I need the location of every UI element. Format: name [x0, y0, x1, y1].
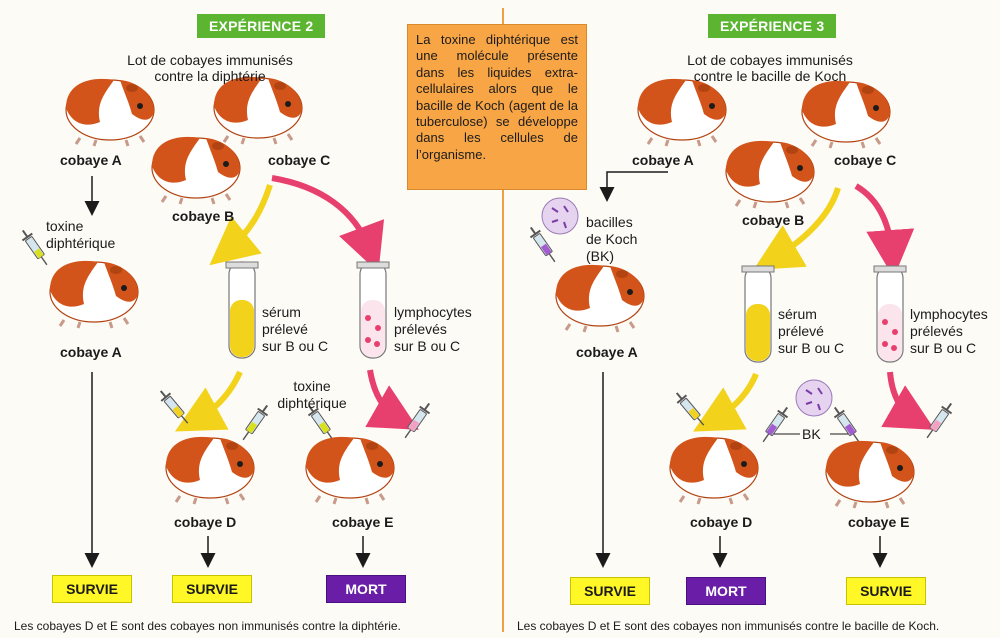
info-box: La toxine diphtérique est une molécule p… [407, 24, 587, 190]
result-e-badge: MORT [326, 575, 406, 603]
bacillus-koch-icon [541, 197, 579, 235]
guinea-pig-c-icon [212, 75, 304, 146]
result-a-badge: SURVIE [52, 575, 132, 603]
syringe-bk-icon [524, 222, 561, 267]
lymphocytes-3-label-line3: sur B ou C [910, 340, 977, 356]
arrow-serum-3 [753, 187, 841, 271]
arrow-a3-to-bk [599, 171, 668, 202]
experience-2-title: Lot de cobayes immunisés contre la dipht… [90, 52, 330, 84]
guinea-pig-a3-injected-icon [554, 263, 646, 334]
cobaye-b3-label: cobaye B [742, 212, 805, 228]
serum-label: sérum prélevé sur B ou C [262, 304, 328, 355]
cobaye-a3-injected-label: cobaye A [576, 344, 638, 360]
experience-2-title-line1: Lot de cobayes immunisés [127, 52, 293, 68]
serum-label-line2: prélevé [262, 321, 308, 337]
lymphocytes-3-label: lymphocytes prélevés sur B ou C [910, 306, 988, 357]
cobaye-b-label: cobaye B [172, 208, 235, 224]
toxin-label-2-line1: toxine [293, 378, 331, 394]
syringe-toxin-e-icon [302, 400, 339, 445]
syringe-serum-d-icon [155, 386, 194, 429]
toxin-label: toxine diphtérique [46, 218, 115, 252]
guinea-pig-e3-icon [824, 439, 916, 510]
arrow-lympho-to-e [365, 369, 419, 430]
guinea-pig-a-injected-icon [48, 259, 140, 330]
arrow-serum-to-d3 [693, 372, 759, 432]
guinea-pig-b3-icon [724, 139, 816, 210]
arrow-serum [209, 184, 273, 266]
lymphocytes-label-line1: lymphocytes [394, 304, 472, 320]
syringe-bk-d3-icon [757, 402, 794, 447]
serum-tube-3-icon [741, 265, 775, 363]
serum-label-line1: sérum [262, 304, 301, 320]
lymphocytes-3-label-line2: prélevés [910, 323, 963, 339]
bacillus-koch-2-icon [795, 379, 833, 417]
bk-label: BK [802, 426, 821, 442]
bacilles-label-line3: (BK) [586, 248, 614, 264]
syringe-bk-e3-icon [828, 402, 865, 447]
serum-3-label-line1: sérum [778, 306, 817, 322]
cobaye-d3-label: cobaye D [690, 514, 753, 530]
footnote-exp3: Les cobayes D et E sont des cobayes non … [517, 619, 940, 633]
experience-3-title-line2: contre le bacille de Koch [693, 68, 847, 84]
serum-label-line3: sur B ou C [262, 338, 329, 354]
toxin-label-line1: toxine [46, 218, 84, 234]
serum-3-label-line3: sur B ou C [778, 340, 845, 356]
cobaye-e3-label: cobaye E [848, 514, 910, 530]
result-e3-badge: SURVIE [846, 577, 926, 605]
guinea-pig-d-icon [164, 435, 256, 506]
cobaye-a3-label: cobaye A [632, 152, 694, 168]
bacilles-label-line2: de Koch [586, 231, 638, 247]
serum-3-label: sérum prélevé sur B ou C [778, 306, 844, 357]
guinea-pig-b-icon [150, 135, 242, 206]
syringe-lympho-e3-icon [921, 398, 958, 443]
bacilles-label-line1: bacilles [586, 214, 633, 230]
cobaye-d-label: cobaye D [174, 514, 237, 530]
cobaye-a-injected-label: cobaye A [60, 344, 122, 360]
experience-3-tag: EXPÉRIENCE 3 [708, 14, 837, 38]
toxin-label-line2: diphtérique [46, 235, 116, 251]
experience-3-title-line1: Lot de cobayes immunisés [687, 52, 853, 68]
lymphocytes-label-line3: sur B ou C [394, 338, 461, 354]
cobaye-a-label: cobaye A [60, 152, 122, 168]
cobaye-e-label: cobaye E [332, 514, 394, 530]
syringe-lympho-e-icon [399, 398, 436, 443]
guinea-pig-c3-icon [800, 79, 892, 150]
result-d3-badge: MORT [686, 577, 766, 605]
experience-3-title: Lot de cobayes immunisés contre le bacil… [650, 52, 890, 84]
toxin-label-2: toxine diphtérique [272, 378, 352, 412]
serum-3-label-line2: prélevé [778, 323, 824, 339]
lymphocytes-3-label-line1: lymphocytes [910, 306, 988, 322]
toxin-label-2-line2: diphtérique [277, 395, 347, 411]
lymphocyte-tube-icon [356, 261, 390, 359]
result-a3-badge: SURVIE [570, 577, 650, 605]
syringe-toxin-d-icon [237, 400, 274, 445]
guinea-pig-a-icon [64, 77, 156, 148]
syringe-toxin-icon [16, 225, 53, 270]
footnote-exp2: Les cobayes D et E sont des cobayes non … [14, 619, 401, 633]
cobaye-c3-label: cobaye C [834, 152, 897, 168]
lymphocytes-label-line2: prélevés [394, 321, 447, 337]
guinea-pig-a3-icon [636, 77, 728, 148]
arrow-lympho-to-e3 [881, 371, 935, 430]
experience-2-tag: EXPÉRIENCE 2 [197, 14, 326, 38]
experience-2-title-line2: contre la diphtérie [154, 68, 266, 84]
result-d-badge: SURVIE [172, 575, 252, 603]
lymphocyte-tube-3-icon [873, 265, 907, 363]
cobaye-c-label: cobaye C [268, 152, 331, 168]
lymphocytes-label: lymphocytes prélevés sur B ou C [394, 304, 472, 355]
guinea-pig-e-icon [304, 435, 396, 506]
guinea-pig-d3-icon [668, 435, 760, 506]
arrow-lymphocytes [271, 175, 385, 273]
syringe-serum-d3-icon [671, 388, 710, 431]
arrow-lymphocytes-3 [854, 183, 915, 278]
bacilles-label: bacilles de Koch (BK) [586, 214, 637, 265]
serum-tube-icon [225, 261, 259, 359]
arrow-serum-to-d [174, 370, 243, 432]
